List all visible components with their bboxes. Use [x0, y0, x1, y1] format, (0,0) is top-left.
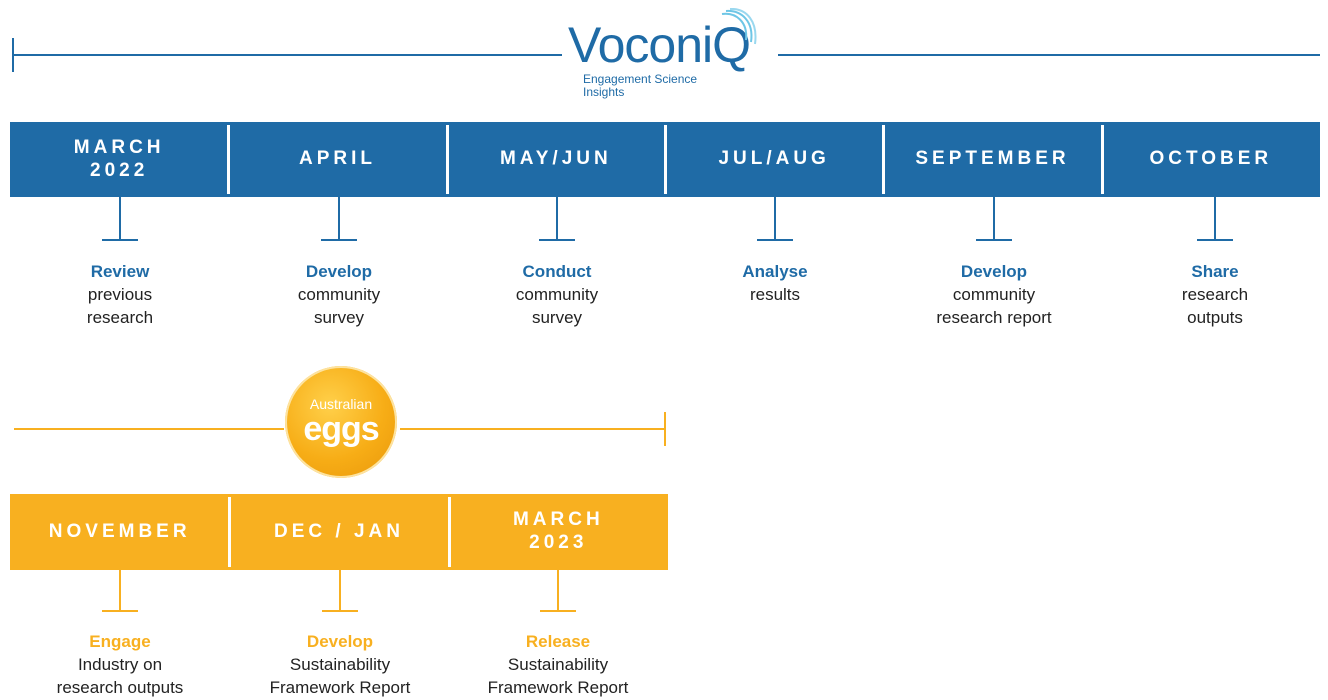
- milestone-detail: community research report: [936, 284, 1052, 327]
- milestone-detail: previous research: [86, 284, 154, 327]
- phase1-connector: [774, 197, 776, 240]
- milestone-action: Develop: [305, 262, 373, 281]
- phase2-period-label: NOVEMBER: [48, 520, 191, 542]
- phase1-period-label: JUL/AUG: [663, 122, 883, 197]
- phase1-period-label: MAY/JUN: [445, 122, 665, 197]
- eggs-logo-line1: Australian: [309, 396, 373, 412]
- milestone-action: Develop: [960, 262, 1028, 281]
- milestone-action: Engage: [89, 632, 151, 651]
- phase2-period-label: DEC / JAN: [228, 494, 448, 570]
- phase2-milestone: Engage Industry on research outputs: [20, 631, 220, 700]
- milestone-detail: community survey: [515, 284, 599, 327]
- milestone-action: Release: [525, 632, 591, 651]
- milestone-action: Develop: [306, 632, 374, 651]
- phase1-connector: [993, 197, 995, 240]
- voconiq-waves-icon: [721, 8, 757, 45]
- phase2-connector-foot: [322, 610, 358, 612]
- phase1-milestone: Share research outputs: [1115, 261, 1315, 330]
- phase1-milestone: Review previous research: [20, 261, 220, 330]
- phase1-connector: [556, 197, 558, 240]
- top-rule-left: [12, 54, 562, 56]
- phase1-period-label: SEPTEMBER: [882, 122, 1101, 197]
- phase1-period-label: APRIL: [227, 122, 446, 197]
- voconiq-tagline-line2: Insights: [583, 85, 625, 99]
- milestone-detail: Sustainability Framework Report: [487, 654, 629, 697]
- phase2-connector-foot: [102, 610, 138, 612]
- phase1-band: MARCH 2022 APRIL MAY/JUN JUL/AUG SEPTEMB…: [10, 122, 1320, 197]
- bottom-rule-end-cap: [664, 412, 666, 446]
- phase2-period-label: MARCH 2023: [447, 494, 668, 570]
- phase2-milestone: Develop Sustainability Framework Report: [240, 631, 440, 700]
- phase1-connector: [1214, 197, 1216, 240]
- milestone-action: Conduct: [522, 262, 592, 281]
- phase1-period-label: OCTOBER: [1100, 122, 1320, 197]
- phase1-connector-foot: [757, 239, 793, 241]
- milestone-action: Analyse: [742, 262, 808, 281]
- phase2-connector: [339, 570, 341, 611]
- milestone-action: Share: [1191, 262, 1239, 281]
- milestone-detail: Sustainability Framework Report: [269, 654, 411, 697]
- bottom-rule-right: [400, 428, 666, 430]
- phase1-milestone: Analyse results: [675, 261, 875, 307]
- voconiq-logo: VoconiQ Engagement Science Insights: [548, 8, 778, 102]
- phase1-milestone: Develop community survey: [239, 261, 439, 330]
- australian-eggs-logo: Australian eggs: [285, 366, 397, 478]
- phase2-milestone: Release Sustainability Framework Report: [458, 631, 658, 700]
- phase1-connector-foot: [539, 239, 575, 241]
- top-rule-right: [778, 54, 1320, 56]
- milestone-detail: research outputs: [1181, 284, 1249, 327]
- milestone-detail: results: [749, 284, 801, 304]
- phase1-connector-foot: [321, 239, 357, 241]
- phase1-connector: [338, 197, 340, 240]
- phase1-connector: [119, 197, 121, 240]
- phase2-band: NOVEMBER DEC / JAN MARCH 2023: [10, 494, 668, 570]
- milestone-detail: Industry on research outputs: [56, 654, 184, 697]
- phase1-connector-foot: [1197, 239, 1233, 241]
- voconiq-tagline-line1: Engagement Science: [583, 72, 698, 86]
- milestone-detail: community survey: [297, 284, 381, 327]
- phase1-period-label: MARCH 2022: [73, 136, 165, 181]
- voconiq-wordmark: VoconiQ: [568, 17, 751, 73]
- eggs-logo-line2: eggs: [303, 410, 379, 448]
- phase2-connector-foot: [540, 610, 576, 612]
- phase1-connector-foot: [976, 239, 1012, 241]
- milestone-action: Review: [90, 262, 150, 281]
- phase1-milestone: Develop community research report: [894, 261, 1094, 330]
- phase1-connector-foot: [102, 239, 138, 241]
- phase1-milestone: Conduct community survey: [457, 261, 657, 330]
- bottom-rule-left: [14, 428, 284, 430]
- phase2-connector: [119, 570, 121, 611]
- phase2-connector: [557, 570, 559, 611]
